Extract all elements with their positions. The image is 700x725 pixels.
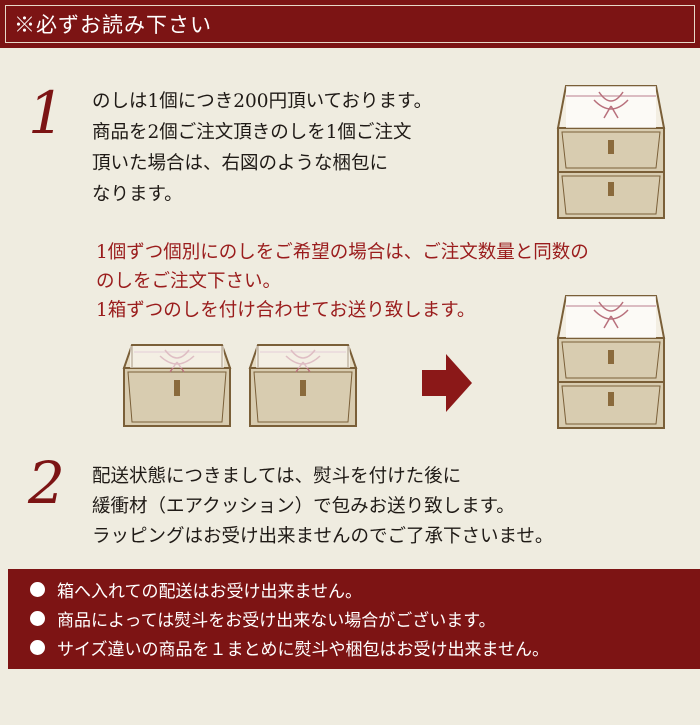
stacked-boxes-illustration: [554, 292, 668, 432]
step-1-text: のしは1個につき200円頂いております。 商品を2個ご注文頂きのしを1個ご注文 …: [92, 86, 432, 210]
stacked-boxes-illustration: [554, 82, 668, 222]
single-box-illustration: [120, 340, 234, 434]
bullet-icon: [30, 640, 45, 655]
step-2-line: ラッピングはお受け出来ませんのでご了承下さいませ。: [92, 526, 554, 547]
bullet-icon: [30, 611, 45, 626]
step-1-line: 頂いた場合は、右図のような梱包に: [92, 153, 389, 174]
step-number-2: 2: [28, 449, 65, 517]
step-2-text: 配送状態につきましては、熨斗を付けた後に 緩衝材（エアクッション）で包みお送り致…: [92, 462, 553, 552]
note-line: 1箱ずつのしを付け合わせてお送り致します。: [96, 300, 476, 321]
notice-text: 箱へ入れての配送はお受け出来ません。: [57, 582, 362, 602]
notice-item: 商品によっては熨斗をお受け出来ない場合がございます。: [30, 604, 700, 633]
notice-item: サイズ違いの商品を１まとめに熨斗や梱包はお受け出来ません。: [30, 633, 700, 662]
notice-item: 箱へ入れての配送はお受け出来ません。: [30, 575, 700, 604]
individual-noshi-note: 1個ずつ個別にのしをご希望の場合は、ご注文数量と同数の のしをご注文下さい。 1…: [96, 238, 589, 325]
step-number-1: 1: [28, 79, 65, 147]
header-title: ※必ずお読み下さい: [14, 13, 212, 37]
step-1-line: なります。: [92, 184, 183, 205]
step-1-line: 商品を2個ご注文頂きのしを1個ご注文: [92, 122, 412, 143]
step-2-line: 緩衝材（エアクッション）で包みお送り致します。: [92, 496, 515, 517]
single-box-illustration: [246, 340, 360, 434]
notice-list: 箱へ入れての配送はお受け出来ません。 商品によっては熨斗をお受け出来ない場合がご…: [8, 569, 700, 669]
step-1-line: のしは1個につき200円頂いております。: [92, 91, 433, 112]
notice-header: ※必ずお読み下さい: [0, 0, 700, 48]
notice-text: サイズ違いの商品を１まとめに熨斗や梱包はお受け出来ません。: [57, 640, 549, 660]
arrow-right-icon: [422, 354, 472, 412]
step-2-line: 配送状態につきましては、熨斗を付けた後に: [92, 466, 462, 487]
bullet-icon: [30, 582, 45, 597]
note-line: のしをご注文下さい。: [96, 271, 282, 292]
note-line: 1個ずつ個別にのしをご希望の場合は、ご注文数量と同数の: [96, 242, 589, 263]
notice-text: 商品によっては熨斗をお受け出来ない場合がございます。: [57, 611, 496, 631]
